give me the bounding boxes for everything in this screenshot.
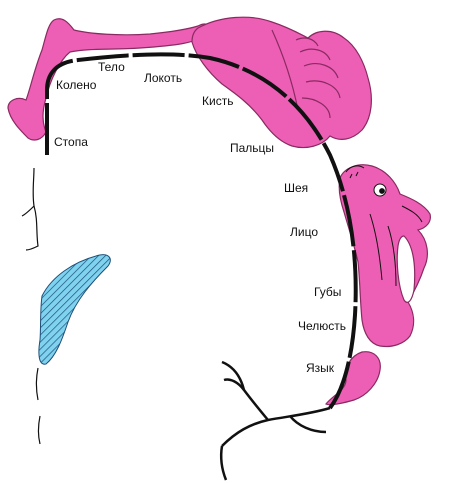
corticospinal-fibers [219,360,331,481]
label-telo: Тело [98,60,125,74]
fingers-shape [271,29,341,119]
cheek-lines [369,213,397,287]
fissure-lines [21,167,41,445]
label-koleno: Колено [56,78,97,92]
eye-pupil [379,188,385,194]
trunk-and-arm-shape [191,16,372,149]
tongue-shape [325,351,381,406]
label-yazyk: Язык [306,361,335,375]
nose-line [401,205,423,223]
label-kist: Кисть [202,94,233,108]
label-lokot: Локоть [144,71,182,85]
label-stopa: Стопа [54,135,88,149]
body-part-labels: Стопа Колено Тело Локоть Кисть Пальцы Ше… [54,60,346,375]
mouth-shape [396,235,416,303]
label-chelyust: Челюсть [298,319,346,333]
leg-shape [7,18,215,141]
homunculus-head-figure [325,164,431,406]
face-details [345,165,423,287]
cortex-arc [45,52,358,410]
label-guby: Губы [314,285,341,299]
label-litso: Лицо [290,225,318,239]
label-paltsy: Пальцы [230,141,274,155]
label-sheya: Шея [284,181,308,195]
lateral-ventricle [38,254,111,365]
brow-hair [345,165,365,179]
